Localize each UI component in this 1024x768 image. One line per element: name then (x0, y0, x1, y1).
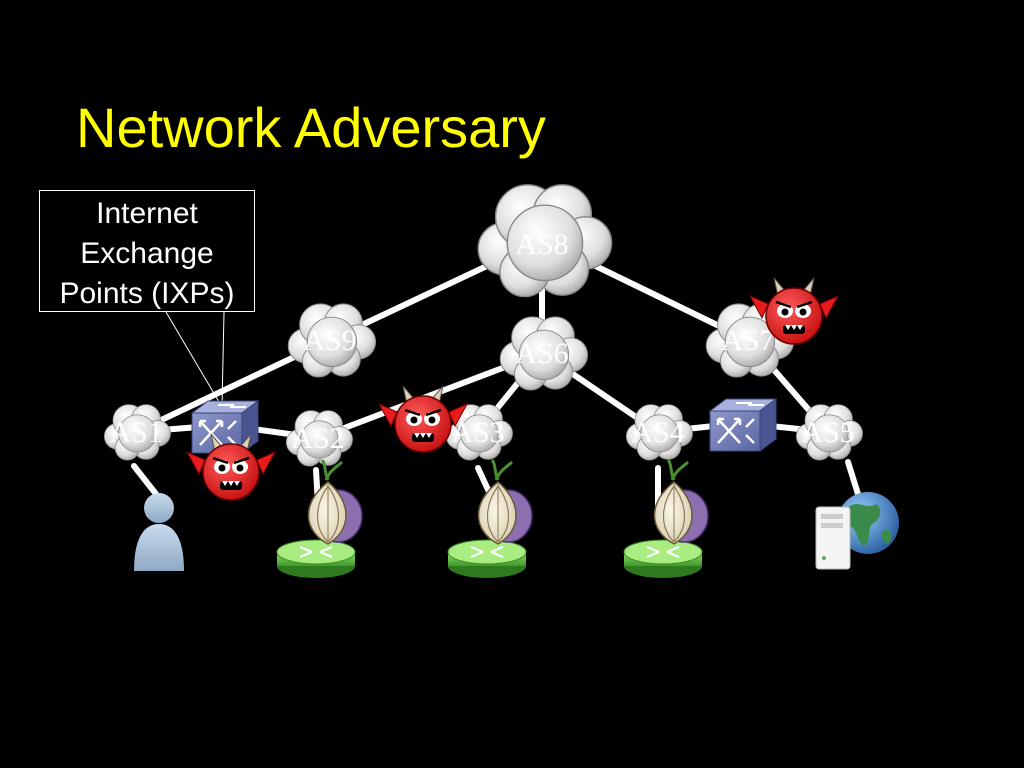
cloud-as1: AS1 (103, 404, 171, 461)
router-icon (275, 538, 357, 580)
endpoint-links (131, 459, 861, 509)
ixp-switch-2 (708, 397, 778, 453)
as-label-as4: AS4 (631, 416, 684, 449)
tor-relay-as4 (622, 458, 710, 580)
cloud-as3: AS3 (445, 404, 513, 461)
as-label-as9: AS9 (303, 324, 356, 357)
cloud-as2: AS2 (285, 410, 353, 467)
router-icon (622, 538, 704, 580)
link-as5-server (845, 459, 861, 497)
cloud-as8: AS8 (477, 184, 613, 298)
tor-onion-icon (477, 458, 534, 546)
callout-line: Points (IXPs) (59, 277, 235, 310)
as-label-as8: AS8 (515, 228, 568, 261)
user-icon (134, 493, 184, 571)
as-label-as1: AS1 (109, 416, 162, 449)
router-icon (446, 538, 528, 580)
tor-onion-icon (653, 458, 710, 546)
cloud-as5: AS5 (795, 404, 863, 461)
cloud-as6: AS6 (499, 316, 589, 391)
server-icon (815, 506, 851, 570)
callout-line: Exchange (80, 237, 214, 270)
cloud-as7: AS7 (705, 303, 795, 378)
tor-relay-as3 (446, 458, 534, 580)
as-label-as7: AS7 (721, 324, 774, 357)
as-label-as3: AS3 (451, 416, 504, 449)
ixp-callout-box: Internet Exchange Points (IXPs) (39, 190, 255, 312)
as-label-as2: AS2 (291, 422, 344, 455)
as-label-as5: AS5 (801, 416, 854, 449)
web-server-globe-icon (815, 492, 899, 570)
link-user-as1 (131, 463, 159, 497)
link-as3-relay (475, 465, 493, 497)
cloud-as4: AS4 (625, 404, 693, 461)
slide-title: Network Adversary (76, 96, 546, 159)
callout-line: Internet (96, 197, 198, 230)
as-label-as6: AS6 (515, 337, 568, 370)
tor-relay-as2 (275, 458, 364, 580)
cloud-as9: AS9 (287, 303, 377, 378)
